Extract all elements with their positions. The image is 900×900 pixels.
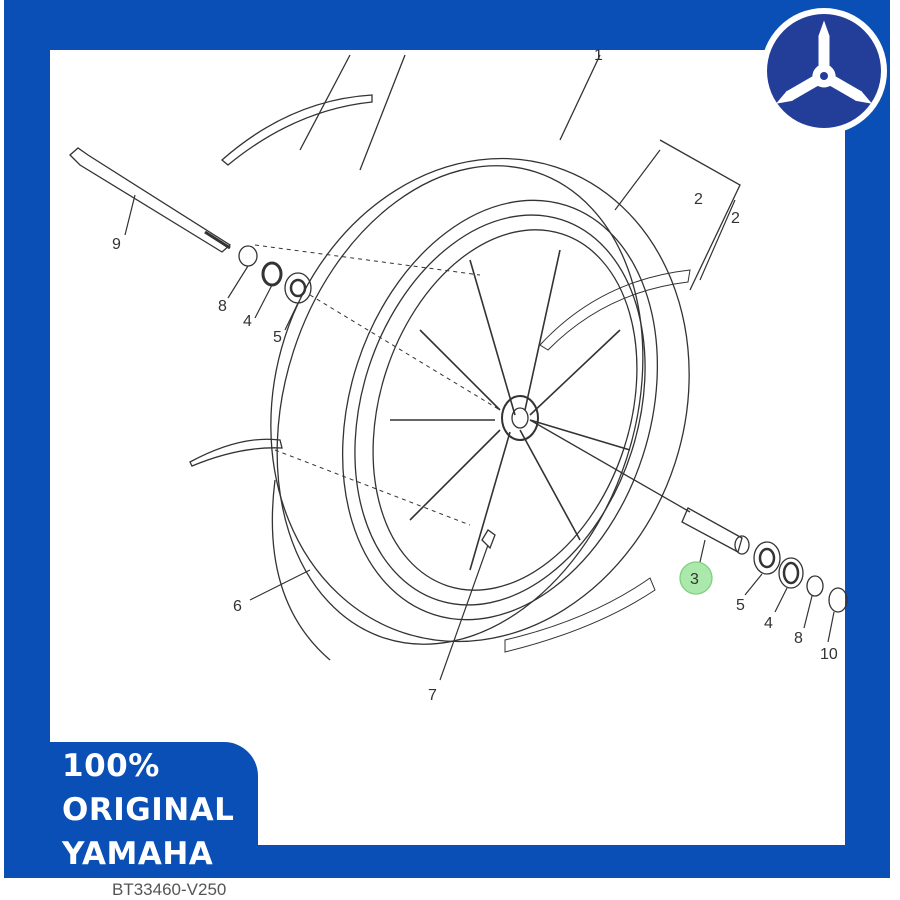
axle-shaft: [69, 147, 232, 253]
tire: [270, 157, 690, 661]
badge-line-3: YAMAHA: [62, 836, 214, 872]
callout-1: 1: [594, 47, 603, 64]
spokes: [390, 249, 631, 571]
spacer-3-end: [734, 535, 750, 555]
fender-arc: [221, 94, 373, 166]
bearing-5-right: [753, 541, 781, 575]
callout-5: 5: [273, 329, 282, 346]
dashed-leaders: [254, 244, 501, 526]
callout-6: 6: [233, 598, 242, 615]
fork-line: [299, 54, 741, 291]
hub: [501, 395, 539, 441]
badge-line-1: 100%: [62, 748, 160, 784]
callout-5: 5: [736, 597, 745, 614]
badge-line-2: ORIGINAL: [62, 792, 235, 828]
callout-9: 9: [112, 236, 121, 253]
bearing-5-left-inner: [289, 278, 307, 298]
callout-8: 8: [218, 298, 227, 315]
callout-7: 7: [428, 687, 437, 704]
original-badge: 100% ORIGINAL YAMAHA: [4, 742, 258, 878]
seal-4-left: [261, 261, 283, 287]
part-number-caption: BT33460-V250: [112, 880, 227, 899]
highlight-circle-3: [679, 561, 713, 595]
seal-4-right: [778, 557, 804, 589]
callout-3: 3: [690, 571, 699, 588]
callout-4: 4: [243, 313, 252, 330]
bearing-5-right-inner: [758, 547, 776, 569]
callout-8: 8: [794, 630, 803, 647]
nut-10: [828, 587, 848, 613]
callout-2: 2: [731, 210, 740, 227]
seal-4-right-inner: [782, 561, 800, 585]
axis-line: [529, 419, 691, 513]
spacer-3: [681, 507, 743, 553]
rim-stripe: [539, 269, 691, 351]
hub-bore: [511, 407, 529, 429]
fender-arc-lower: [189, 438, 283, 467]
collar-8-right: [806, 575, 824, 597]
callout-2: 2: [694, 191, 703, 208]
diagram-area: [50, 50, 845, 845]
collar-8-left: [238, 245, 258, 267]
callout-10: 10: [820, 646, 838, 663]
leader-lines: [124, 149, 835, 681]
bearing-5-left: [284, 272, 312, 304]
callout-4: 4: [764, 615, 773, 632]
yamaha-tuning-fork-icon: [761, 8, 887, 134]
rim-stripe-lower: [504, 577, 656, 653]
